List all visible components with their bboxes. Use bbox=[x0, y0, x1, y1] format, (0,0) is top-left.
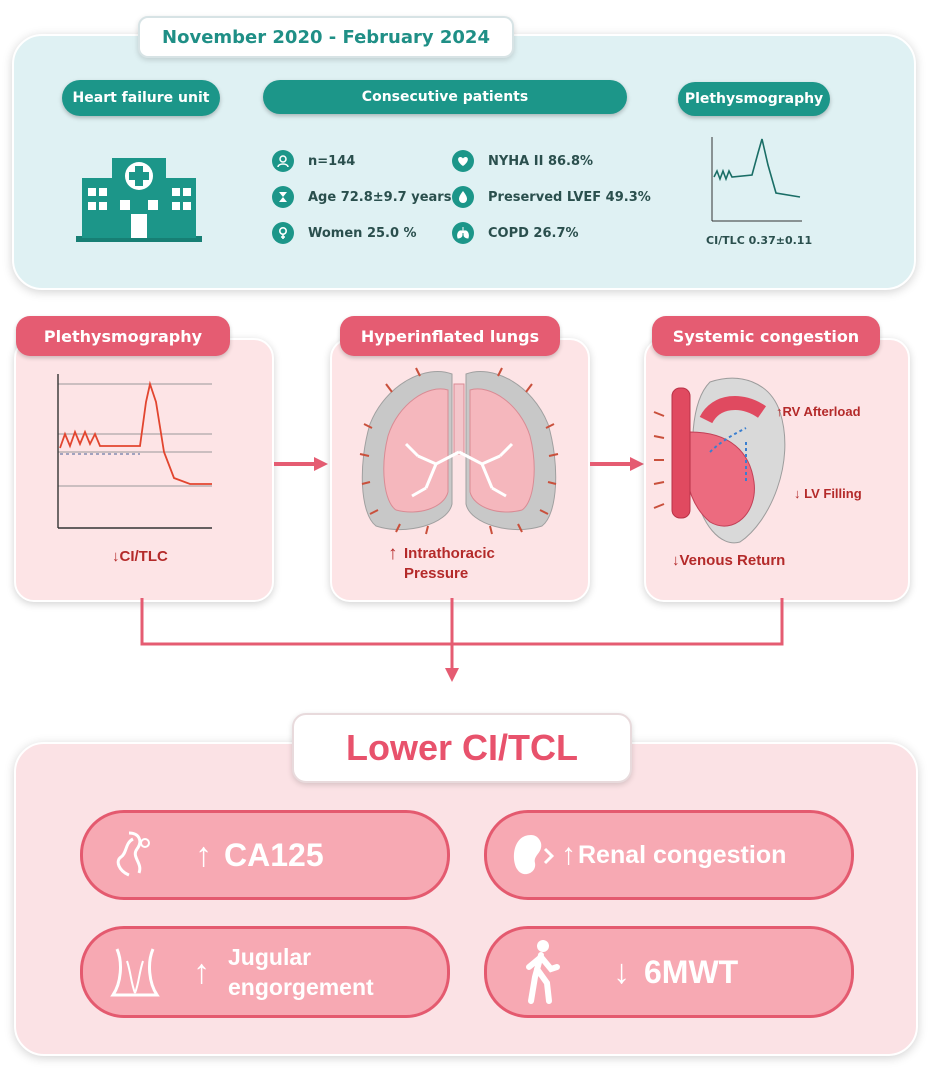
intrathoracic-up-arrow-icon: ↑ bbox=[388, 543, 398, 564]
intrathoracic-pressure-label: Intrathoracic Pressure bbox=[404, 545, 495, 582]
consecutive-patients-label: Consecutive patients bbox=[263, 80, 627, 114]
down-arrow-icon: ↓ bbox=[112, 548, 120, 565]
arrow-right-1 bbox=[274, 457, 328, 471]
down-arrow-icon: ↓ bbox=[794, 486, 801, 501]
heart-illustration bbox=[653, 377, 786, 544]
arrow-right-2 bbox=[590, 457, 644, 471]
lv-filling-label: ↓ LV Filling bbox=[794, 486, 862, 501]
connector-lines bbox=[140, 598, 784, 682]
ca125-icon bbox=[116, 831, 150, 877]
up-arrow-icon: ↑ bbox=[561, 838, 576, 871]
plethysmography-chart bbox=[57, 374, 212, 529]
ci-tlc-decrease-label: ↓CI/TLC bbox=[112, 548, 168, 565]
date-range-label: November 2020 - February 2024 bbox=[138, 16, 514, 58]
person-icon bbox=[272, 150, 294, 172]
stat-copd: COPD 26.7% bbox=[452, 222, 579, 244]
lungs-illustration bbox=[359, 367, 559, 535]
renal-congestion-pill: ↑ Renal congestion bbox=[484, 810, 854, 900]
hourglass-icon bbox=[272, 186, 294, 208]
stat-age: Age 72.8±9.7 years bbox=[272, 186, 451, 208]
hospital-icon bbox=[76, 158, 202, 242]
stat-nyha: NYHA II 86.8% bbox=[452, 150, 593, 172]
stat-women: Women 25.0 % bbox=[272, 222, 417, 244]
up-arrow-icon: ↑ bbox=[776, 404, 783, 419]
ca125-pill: ↑ CA125 bbox=[80, 810, 450, 900]
jugular-engorgement-text: Jugular engorgement bbox=[228, 944, 374, 1000]
down-arrow-icon: ↓ bbox=[672, 552, 680, 569]
six-minute-walk-pill: ↓ 6MWT bbox=[484, 926, 854, 1018]
venous-return-label: ↓Venous Return bbox=[672, 552, 786, 569]
neck-icon bbox=[110, 948, 160, 997]
down-arrow-icon: ↓ bbox=[613, 952, 630, 991]
kidney-icon bbox=[513, 835, 555, 875]
heart-icon bbox=[452, 150, 474, 172]
plethysmography-card-title: Plethysmography bbox=[16, 316, 230, 356]
drop-icon bbox=[452, 186, 474, 208]
jugular-engorgement-pill: ↑ Jugular engorgement bbox=[80, 926, 450, 1018]
female-icon bbox=[272, 222, 294, 244]
rv-afterload-label: ↑RV Afterload bbox=[776, 404, 861, 419]
stat-lvef: Preserved LVEF 49.3% bbox=[452, 186, 651, 208]
hyperinflated-lungs-card-title: Hyperinflated lungs bbox=[340, 316, 560, 356]
heart-failure-unit-label: Heart failure unit bbox=[62, 80, 220, 116]
up-arrow-icon: ↑ bbox=[193, 952, 210, 991]
walking-icon bbox=[526, 940, 560, 1004]
plethysmography-top-label: Plethysmography bbox=[678, 82, 830, 116]
lungs-icon bbox=[452, 222, 474, 244]
stat-n: n=144 bbox=[272, 150, 355, 172]
ci-tlc-value: CI/TLC 0.37±0.11 bbox=[706, 234, 813, 247]
lower-ci-tcl-title: Lower CI/TCL bbox=[292, 713, 632, 783]
up-arrow-icon: ↑ bbox=[195, 835, 212, 874]
plethysmography-mini-chart bbox=[711, 137, 802, 222]
systemic-congestion-card-title: Systemic congestion bbox=[652, 316, 880, 356]
